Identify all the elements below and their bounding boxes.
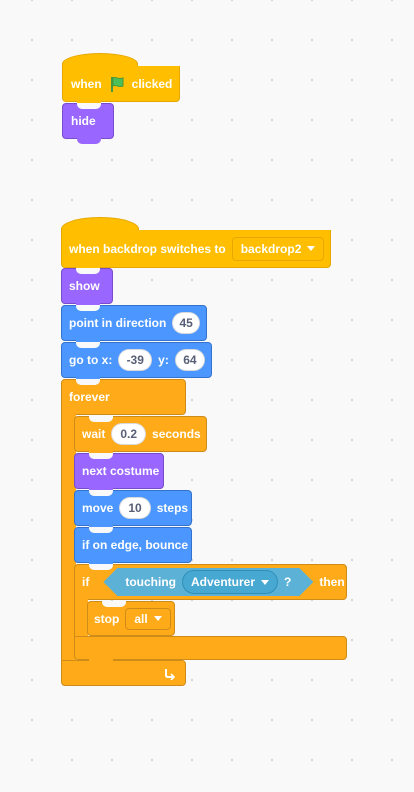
green-flag-icon <box>108 75 126 93</box>
touching-condition[interactable]: touching Adventurer ? <box>103 568 313 596</box>
next-costume-label: next costume <box>82 464 160 478</box>
steps-label: steps <box>156 501 189 515</box>
touching-value: Adventurer <box>191 575 256 589</box>
direction-input[interactable]: 45 <box>172 312 200 334</box>
show-block[interactable]: show <box>61 268 113 309</box>
hide-block[interactable]: hide <box>62 103 114 144</box>
when-label: when <box>71 76 102 91</box>
question-label: ? <box>284 575 292 589</box>
go-to-xy-block[interactable]: go to x: -39 y: 64 <box>61 342 212 383</box>
point-label: point in direction <box>69 316 167 330</box>
wait-block[interactable]: wait 0.2 seconds <box>74 416 207 457</box>
stop-label: stop <box>94 611 120 626</box>
y-label: y: <box>158 353 169 367</box>
if-footer <box>74 636 347 665</box>
when-flag-clicked-block[interactable]: when clicked <box>62 66 180 107</box>
show-label: show <box>69 279 100 293</box>
move-steps-block[interactable]: move 10 steps <box>74 490 192 531</box>
when-backdrop-label: when backdrop switches to <box>69 241 226 256</box>
if-header[interactable]: if touching Adventurer ? then <box>74 564 347 600</box>
forever-label: forever <box>69 390 110 404</box>
clicked-label: clicked <box>131 76 173 91</box>
stop-dropdown[interactable]: all <box>125 607 171 630</box>
y-input[interactable]: 64 <box>174 349 205 371</box>
hide-label: hide <box>71 114 96 128</box>
backdrop-value: backdrop2 <box>240 241 302 256</box>
move-label: move <box>82 501 114 515</box>
dropdown-caret-icon <box>307 246 316 251</box>
next-costume-block[interactable]: next costume <box>74 453 164 494</box>
goto-label: go to x: <box>69 353 113 367</box>
backdrop-dropdown[interactable]: backdrop2 <box>231 236 325 261</box>
seconds-label: seconds <box>152 427 201 441</box>
touching-label: touching <box>125 575 176 589</box>
if-arm <box>74 598 88 638</box>
point-in-direction-block[interactable]: point in direction 45 <box>61 305 207 346</box>
wait-label: wait <box>82 427 106 441</box>
x-input[interactable]: -39 <box>118 349 153 371</box>
stop-value: all <box>134 611 148 626</box>
forever-header[interactable]: forever <box>61 379 186 415</box>
bounce-label: if on edge, bounce <box>82 538 189 552</box>
move-input[interactable]: 10 <box>119 497 151 519</box>
then-label: then <box>319 575 345 589</box>
loop-arrow-icon <box>163 666 177 681</box>
when-backdrop-switches-block[interactable]: when backdrop switches to backdrop2 <box>61 230 331 273</box>
forever-footer <box>61 660 186 686</box>
wait-input[interactable]: 0.2 <box>111 423 147 445</box>
stop-block[interactable]: stop all <box>87 601 175 636</box>
forever-arm <box>61 413 76 663</box>
dropdown-caret-icon <box>153 616 162 621</box>
if-label: if <box>82 575 90 589</box>
bounce-block[interactable]: if on edge, bounce <box>74 527 192 568</box>
touching-dropdown[interactable]: Adventurer <box>182 570 278 594</box>
dropdown-caret-icon <box>261 580 269 585</box>
